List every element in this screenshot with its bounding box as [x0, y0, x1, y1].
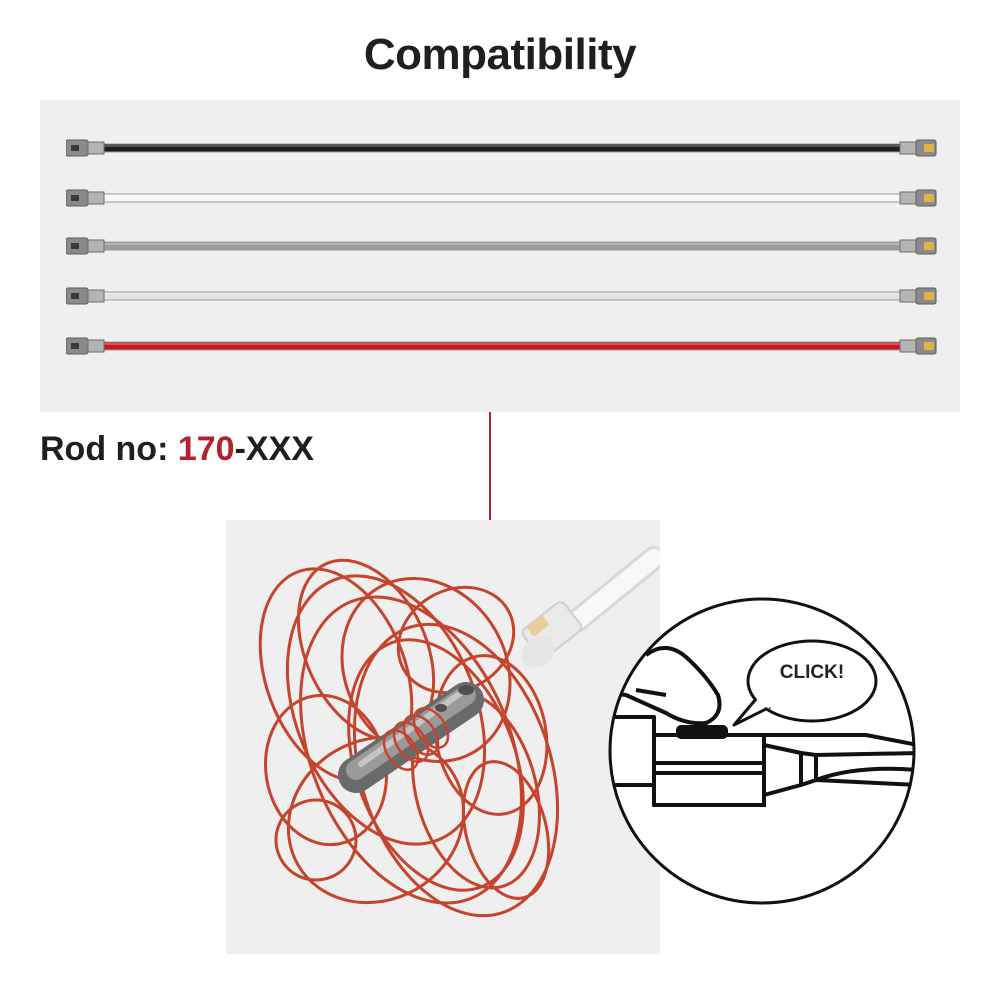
rod-number-code: 170 [177, 430, 235, 468]
rod-grey [66, 236, 938, 256]
click-speech-bubble [732, 639, 878, 727]
rod-red [66, 336, 938, 356]
white-rod-end [521, 546, 660, 668]
brush-hub [338, 682, 484, 793]
rod-number-suffix: -XXX [234, 430, 314, 468]
rod-black [66, 138, 938, 158]
brush-illustration [258, 546, 660, 918]
rod-number-prefix: Rod no: [40, 430, 178, 468]
rod-light-grey [66, 286, 938, 306]
connector-line [489, 412, 491, 520]
click-callout-text: CLICK! [779, 662, 845, 683]
rod-number-label: Rod no: 170-XXX [40, 430, 314, 469]
wire-brush [258, 558, 560, 918]
rod-white [66, 188, 938, 208]
click-detail-circle [608, 597, 916, 905]
brush-detail-panel [226, 520, 660, 954]
page-title: Compatibility [363, 30, 637, 79]
